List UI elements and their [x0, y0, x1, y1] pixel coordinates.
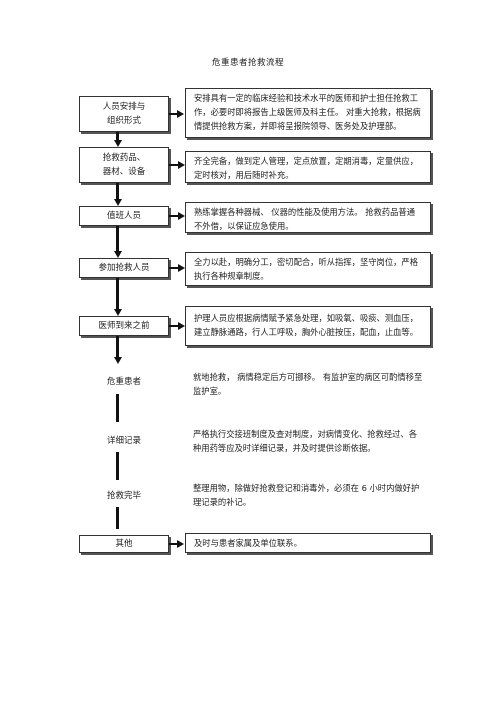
step-label-line: 器材、设备 — [102, 167, 146, 177]
connector-line — [116, 226, 119, 252]
step-desc-staffing: 安排具有一定的临床经验和技术水平的医师和护士担任抢救工作，必要时即将报告上级医师… — [185, 88, 431, 138]
step-label-line: 医师到来之前 — [98, 321, 150, 331]
connector-line — [116, 452, 119, 480]
arrow-right-icon — [178, 161, 185, 169]
arrow-down-icon — [113, 251, 122, 258]
step-desc-other: 及时与患者家属及单位联系。 — [185, 533, 431, 553]
step-desc-rescue-complete: 整理用物，除做好抢救登记和消毒外，必须在 6 小时内做好护理记录的补记。 — [193, 483, 420, 507]
step-desc-equipment: 齐全完备，做到定人管理，定点放置，定期消毒，定量供应，定时核对，用后随时补充。 — [185, 151, 431, 183]
step-label-critical-patient: 危重患者 — [79, 373, 169, 391]
step-label-line: 值班人员 — [106, 211, 141, 221]
connector-line — [116, 394, 119, 422]
page-title: 危重患者抢救流程 — [211, 58, 284, 68]
connector-line — [116, 132, 119, 141]
step-label-detailed-record: 详细记录 — [79, 432, 169, 450]
step-label-equipment: 抢救药品、 器材、设备 — [79, 147, 169, 183]
step-desc-duty-staff: 熟练掌握各种器械、 仪器的性能及使用方法。 抢救药品普通不外借，以保证应急使用。 — [185, 202, 431, 233]
connector-line — [116, 507, 119, 529]
connector-line — [169, 164, 179, 166]
step-desc-rescue-staff: 全力以赴，明确分工，密切配合，听从指挥，坚守岗位，严格执行各种规章制度。 — [185, 252, 431, 286]
arrow-right-icon — [178, 212, 185, 220]
step-label-other: 其他 — [79, 535, 169, 553]
step-label-line: 参加抢救人员 — [98, 263, 150, 273]
step-label-line: 抢救完毕 — [106, 491, 141, 501]
connector-line — [169, 267, 179, 269]
connector-line — [169, 543, 178, 545]
step-label-duty-staff: 值班人员 — [79, 206, 169, 226]
arrow-down-icon — [113, 140, 122, 147]
step-desc-critical-patient: 就地抢救， 病情稳定后方可挪移。 有监护室的病区可酌情移至监护室。 — [193, 372, 423, 396]
arrow-right-icon — [177, 540, 184, 548]
connector-line — [169, 113, 178, 115]
step-label-rescue-staff: 参加抢救人员 — [79, 258, 169, 278]
connector-line — [116, 278, 119, 310]
step-label-line: 组织形式 — [106, 116, 141, 126]
arrow-down-icon — [113, 199, 122, 206]
connector-line — [116, 336, 119, 358]
step-desc-detailed-record: 严格执行交接班制度及查对制度，对病情变化、抢救经过、各种用药等应及时详细记录，并… — [193, 429, 418, 453]
connector-line — [169, 325, 179, 327]
step-label-staffing: 人员安排与 组织形式 — [79, 96, 169, 132]
connector-line — [116, 183, 119, 200]
arrow-right-icon — [178, 322, 185, 330]
arrow-down-icon — [113, 309, 122, 316]
step-label-before-doctor: 医师到来之前 — [79, 316, 169, 336]
step-label-line: 详细记录 — [106, 436, 141, 446]
step-label-line: 人员安排与 — [102, 102, 146, 112]
step-label-line: 其他 — [115, 539, 133, 549]
connector-line — [169, 215, 179, 217]
arrow-down-icon — [113, 357, 122, 364]
step-label-line: 抢救药品、 — [102, 153, 146, 163]
arrow-right-icon — [177, 110, 184, 118]
step-label-rescue-complete: 抢救完毕 — [79, 487, 169, 505]
arrow-right-icon — [178, 264, 185, 272]
step-label-line: 危重患者 — [106, 377, 141, 387]
step-desc-before-doctor: 护理人员应根据病情赋予紧急处理，如吸氧、吸痰、测血压，建立静脉通路，行人工呼吸，… — [185, 306, 431, 346]
